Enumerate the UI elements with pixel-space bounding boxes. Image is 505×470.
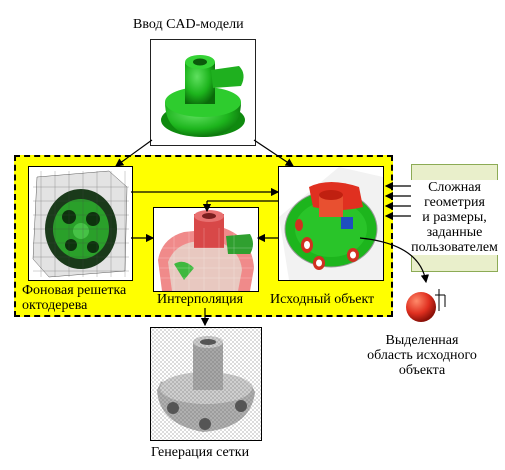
complex-geometry-label: Сложная геометрия и размеры, заданные по… bbox=[411, 180, 498, 255]
mesh-generation-label: Генерация сетки bbox=[151, 445, 250, 460]
octree-label: Фоновая решетка октодерева bbox=[22, 283, 127, 313]
interpolation-label: Интерполяция bbox=[157, 292, 244, 307]
arrow-source-region bbox=[359, 237, 430, 284]
selected-region-label: Выделенная область исходного объекта bbox=[367, 333, 477, 378]
arrow-cad-source bbox=[253, 139, 294, 167]
arrow-cad-octree bbox=[115, 139, 153, 167]
source-object-label: Исходный объект bbox=[270, 292, 375, 307]
red-sphere-icon bbox=[405, 289, 446, 322]
cad-input-label: Ввод CAD-модели bbox=[133, 17, 244, 32]
octree-background-image bbox=[28, 166, 133, 281]
mesh-generation-image bbox=[150, 327, 262, 441]
interpolation-image bbox=[153, 207, 259, 292]
source-object-image bbox=[278, 166, 384, 281]
cad-model-image bbox=[150, 39, 256, 146]
